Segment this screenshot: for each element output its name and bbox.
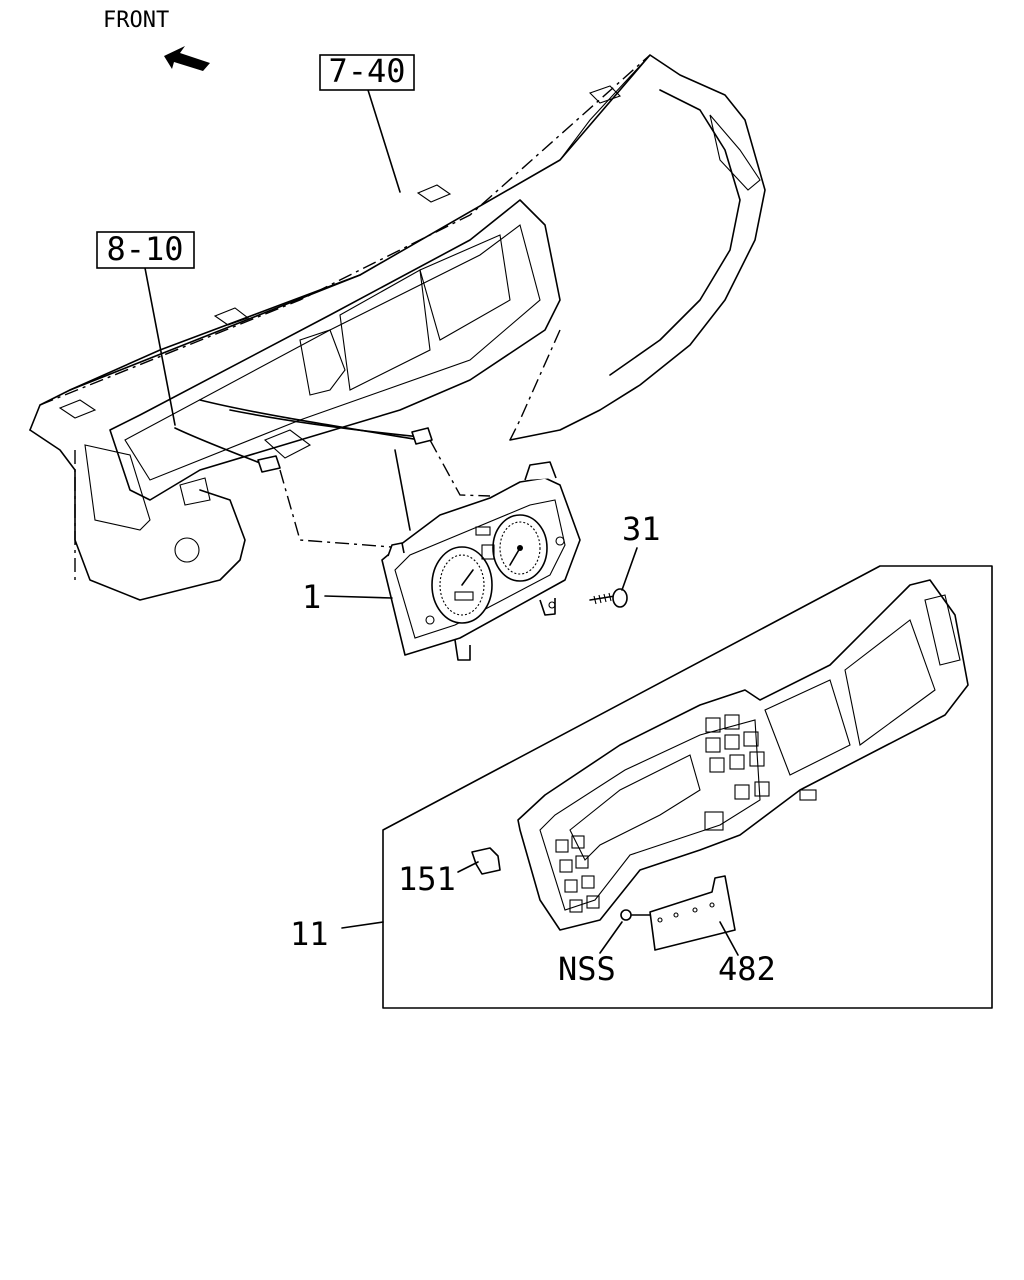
meter-cluster <box>381 461 581 661</box>
callout-482: 482 <box>718 950 776 988</box>
leader-482 <box>719 921 739 956</box>
leader-11 <box>341 921 384 929</box>
callout-nss: NSS <box>558 950 616 988</box>
meter-hood-bezel <box>517 579 969 931</box>
callout-31: 31 <box>622 510 661 548</box>
ref-box-8-10 <box>96 231 195 269</box>
leader-31 <box>621 547 638 591</box>
leader-7-40 <box>367 89 401 193</box>
callout-11: 11 <box>290 915 329 953</box>
ref-label-7-40: 7-40 <box>328 52 405 90</box>
leader-8-10 <box>144 267 176 426</box>
detail-box <box>382 565 993 1009</box>
nut-part <box>620 909 632 921</box>
guide-line-left <box>279 469 406 549</box>
meter-housing <box>109 199 561 506</box>
dashboard-panel <box>29 54 766 601</box>
clip-part <box>471 847 501 875</box>
ref-label-8-10: 8-10 <box>106 230 183 268</box>
front-arrow-icon <box>164 46 210 71</box>
leader-151 <box>457 861 479 873</box>
leader-nss <box>599 921 623 954</box>
screw-part <box>589 588 628 608</box>
ref-box-7-40 <box>319 54 415 91</box>
wire-harness <box>174 399 433 473</box>
guide-line-right <box>429 439 491 497</box>
guide-line-center <box>394 449 411 531</box>
leader-1 <box>324 595 393 599</box>
callout-1: 1 <box>302 578 321 616</box>
plate-part <box>649 875 736 951</box>
front-label: FRONT <box>103 8 169 33</box>
callout-151: 151 <box>398 860 456 898</box>
